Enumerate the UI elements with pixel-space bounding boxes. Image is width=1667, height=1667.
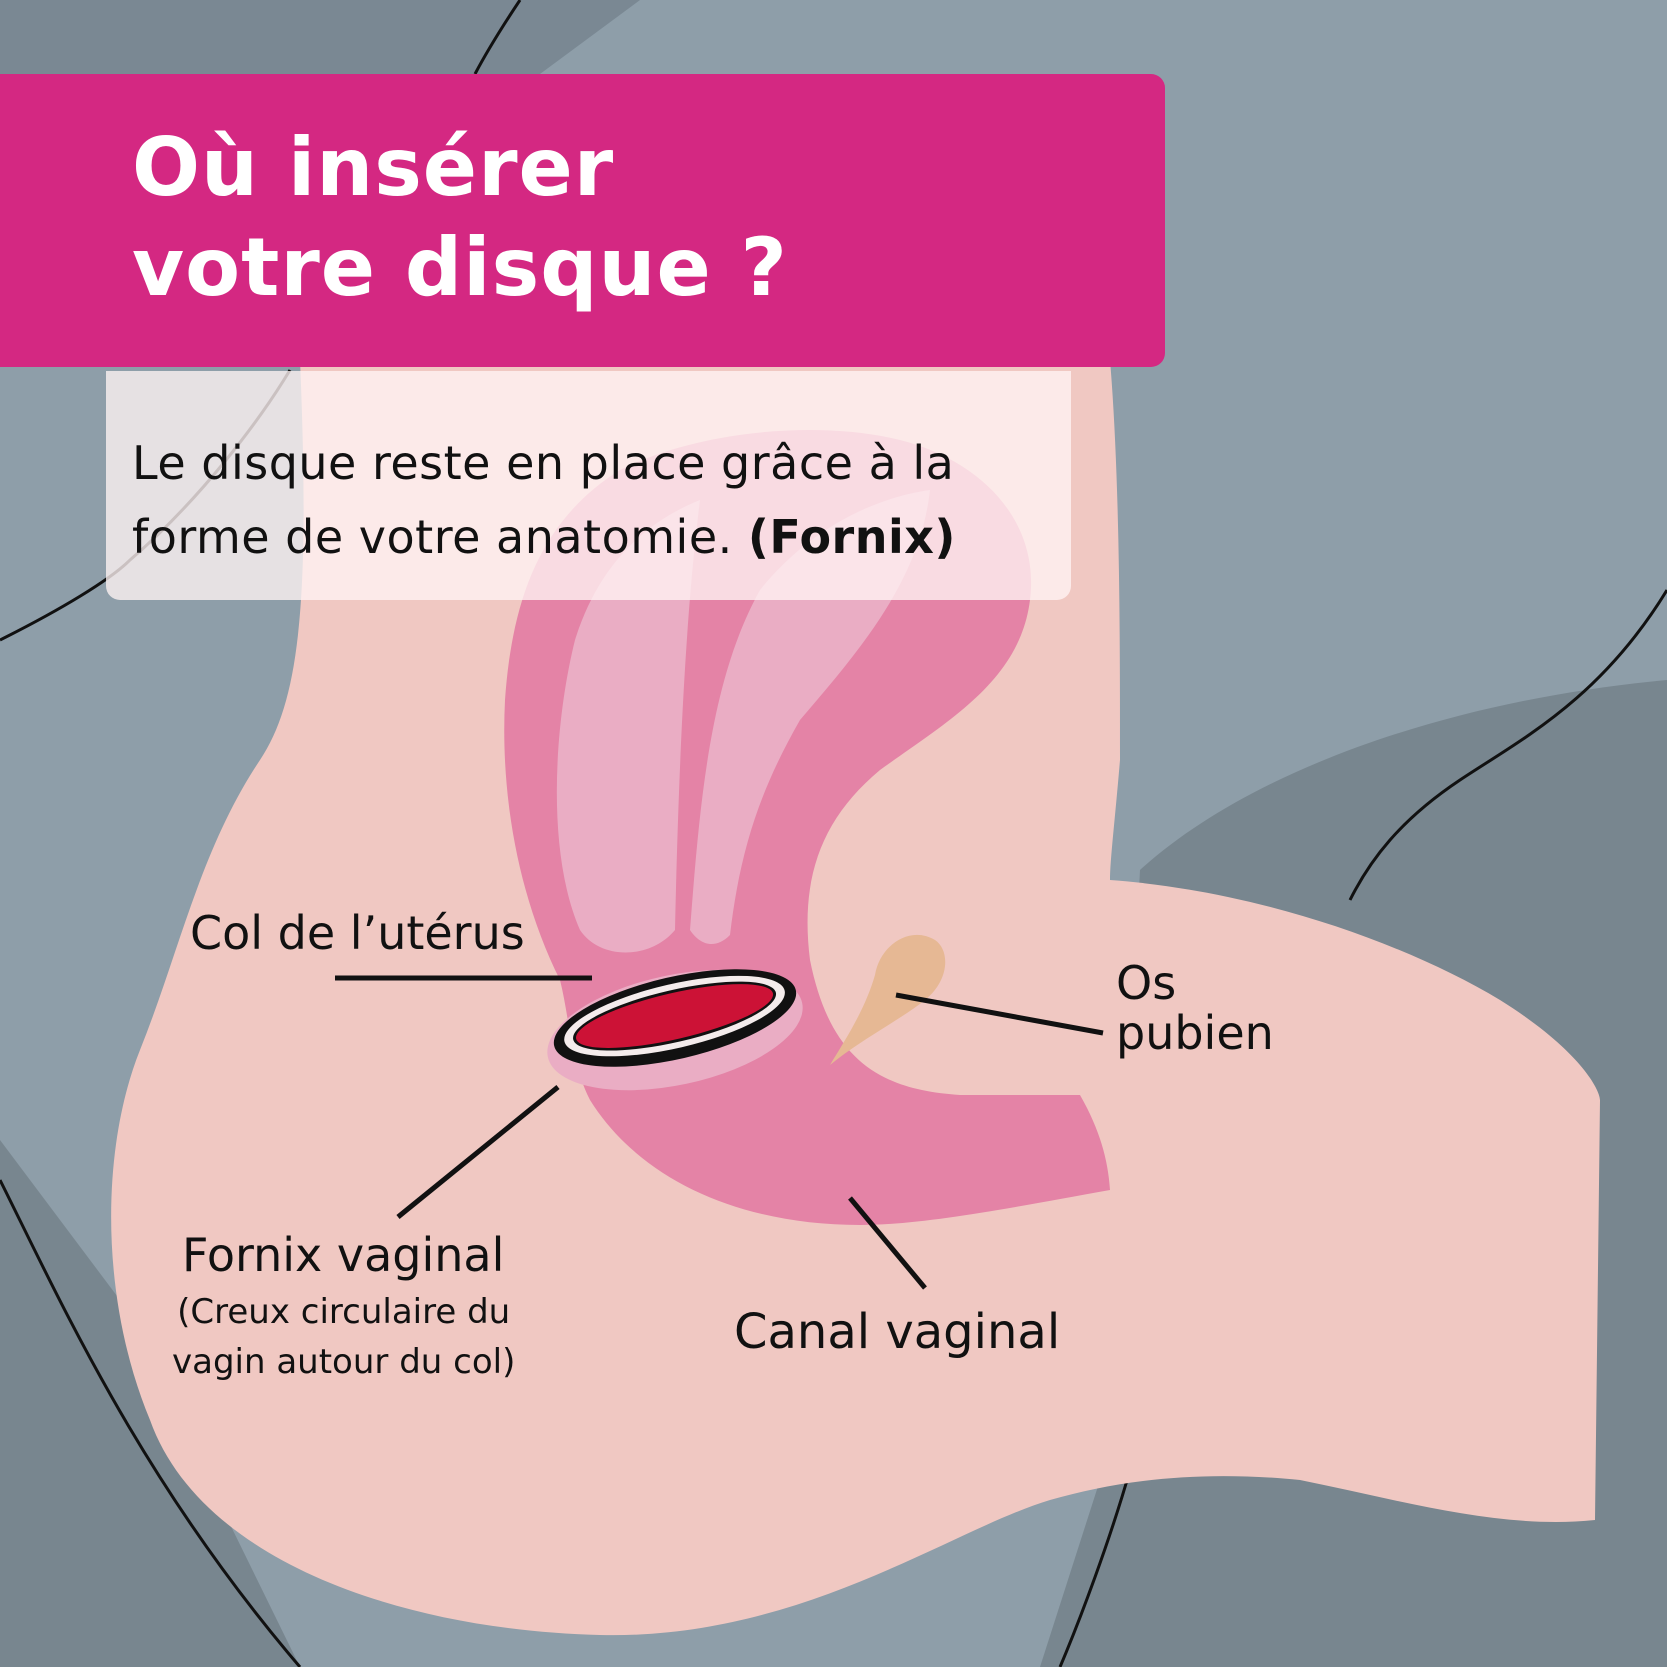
label-cervix: Col de l’utérus [190, 906, 525, 960]
label-fornix: Fornix vaginal [182, 1228, 505, 1282]
uterus-inner-right [690, 490, 930, 945]
leader-line-fornix [396, 1085, 560, 1219]
label-pubic-bone: Os pubien [1116, 958, 1274, 1058]
fornix-desc-line-1: (Creux circulaire du [177, 1292, 511, 1332]
label-pubic-bone-line-1: Os [1116, 956, 1177, 1010]
leader-line-pubic-bone [895, 992, 1104, 1036]
info-box [106, 371, 1071, 600]
uterus-inner-left [556, 500, 700, 953]
info-text: Le disque reste en place grâce à la form… [132, 426, 1062, 574]
contour-line-top [473, 0, 522, 75]
leader-line-canal [848, 1196, 927, 1290]
contour-line-bottom-left [0, 1179, 302, 1667]
info-emphasis: (Fornix) [747, 510, 956, 564]
title-banner [0, 74, 1165, 367]
contour-line-right [1348, 589, 1667, 901]
pubic-bone [830, 934, 946, 1065]
body-silhouette [111, 360, 1600, 1636]
menstrual-disc [553, 969, 797, 1067]
label-pubic-bone-line-2: pubien [1116, 1006, 1274, 1060]
fornix-desc-line-2: vagin autour du col) [172, 1342, 516, 1382]
bg-shape-top-left [0, 0, 640, 74]
contour-line-bottom-right [1058, 1469, 1132, 1667]
title-line-1: Où insérer [132, 121, 615, 214]
title-line-2: votre disque ? [132, 221, 788, 314]
page-title: Où insérer votre disque ? [132, 118, 788, 318]
label-fornix-description: (Creux circulaire du vagin autour du col… [172, 1287, 515, 1387]
info-body: Le disque reste en place grâce à la form… [132, 436, 955, 564]
label-vaginal-canal: Canal vaginal [734, 1304, 1061, 1360]
